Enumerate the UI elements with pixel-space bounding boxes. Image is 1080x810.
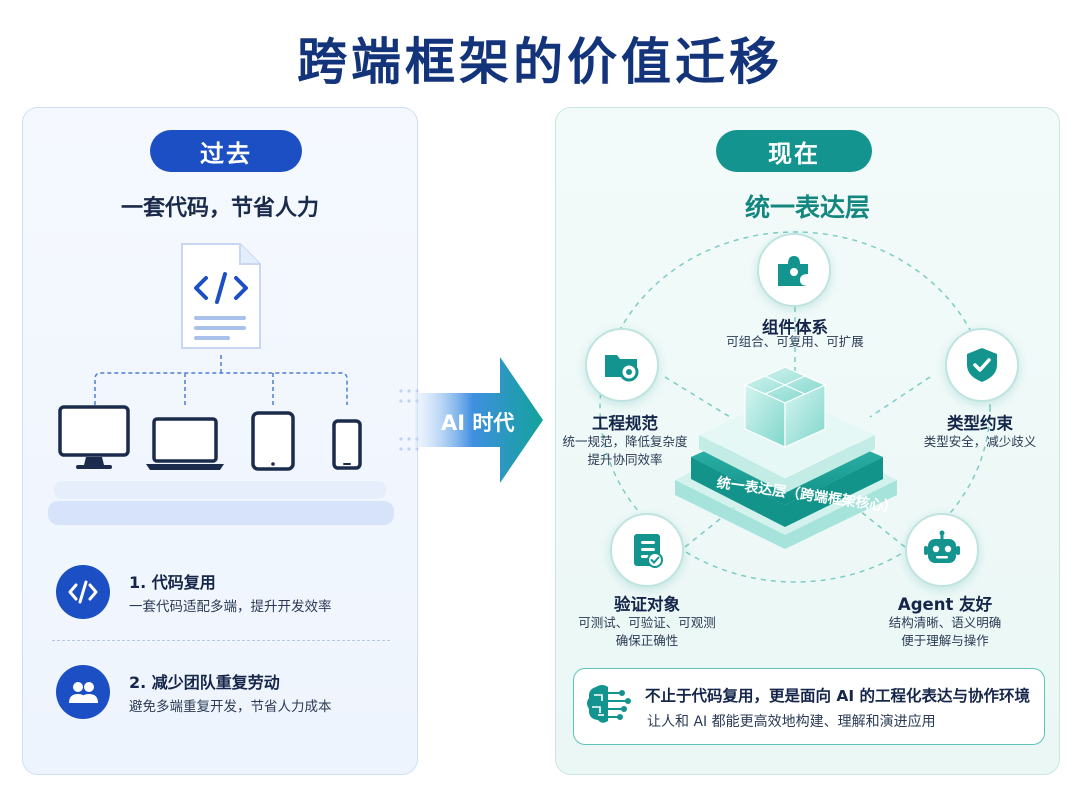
node-desc: 结构清晰、语义明确 bbox=[888, 615, 1002, 630]
node-desc: 便于理解与操作 bbox=[901, 633, 989, 648]
code-icon bbox=[56, 565, 110, 619]
puzzle-icon bbox=[757, 233, 831, 307]
laptop-icon bbox=[146, 417, 224, 470]
node-desc: 确保正确性 bbox=[615, 633, 679, 648]
tablet-icon bbox=[251, 411, 295, 471]
divider bbox=[52, 640, 390, 641]
node-title: 验证对象 bbox=[614, 595, 680, 614]
summary-desc: 让人和 AI 都能更高效地构建、理解和演进应用 bbox=[647, 714, 936, 730]
node-desc: 提升协同效率 bbox=[587, 452, 663, 467]
feature-title: 1. 代码复用 bbox=[129, 573, 216, 592]
node-desc: 可组合、可复用、可扩展 bbox=[726, 334, 864, 349]
transition-label: AI 时代 bbox=[441, 411, 515, 435]
summary-box bbox=[573, 668, 1045, 745]
page-title: 跨端框架的价值迁移 bbox=[297, 33, 783, 91]
past-subtitle: 一套代码，节省人力 bbox=[120, 196, 319, 221]
feature-desc: 避免多端重复开发，节省人力成本 bbox=[129, 699, 332, 715]
now-badge: 现在 bbox=[716, 130, 872, 172]
devices-illustration bbox=[48, 355, 394, 525]
code-document-icon bbox=[181, 243, 261, 349]
transition-arrow bbox=[399, 357, 543, 483]
team-icon bbox=[56, 665, 110, 719]
node-title: 组件体系 bbox=[762, 318, 828, 337]
node-title: Agent 友好 bbox=[897, 595, 993, 614]
ai-brain-icon bbox=[587, 685, 631, 723]
feature-title: 2. 减少团队重复劳动 bbox=[129, 673, 280, 692]
desktop-icon bbox=[58, 405, 130, 469]
node-desc: 统一规范，降低复杂度 bbox=[562, 434, 688, 449]
feature-desc: 一套代码适配多端，提升开发效率 bbox=[129, 599, 332, 615]
core-platform bbox=[675, 366, 897, 549]
summary-title: 不止于代码复用，更是面向 AI 的工程化表达与协作环境 bbox=[645, 687, 1031, 705]
node-desc: 类型安全，减少歧义 bbox=[923, 434, 1037, 449]
folder-gear-icon bbox=[585, 328, 659, 402]
shield-check-icon bbox=[945, 328, 1019, 402]
now-subtitle: 统一表达层 bbox=[744, 193, 870, 222]
past-badge: 过去 bbox=[150, 130, 302, 172]
checklist-icon bbox=[610, 513, 684, 587]
node-title: 工程规范 bbox=[592, 414, 658, 433]
connection-ring bbox=[599, 231, 991, 583]
robot-icon bbox=[905, 513, 979, 587]
node-title: 类型约束 bbox=[947, 414, 1013, 433]
node-desc: 可测试、可验证、可观测 bbox=[578, 615, 716, 630]
phone-icon bbox=[332, 419, 362, 470]
